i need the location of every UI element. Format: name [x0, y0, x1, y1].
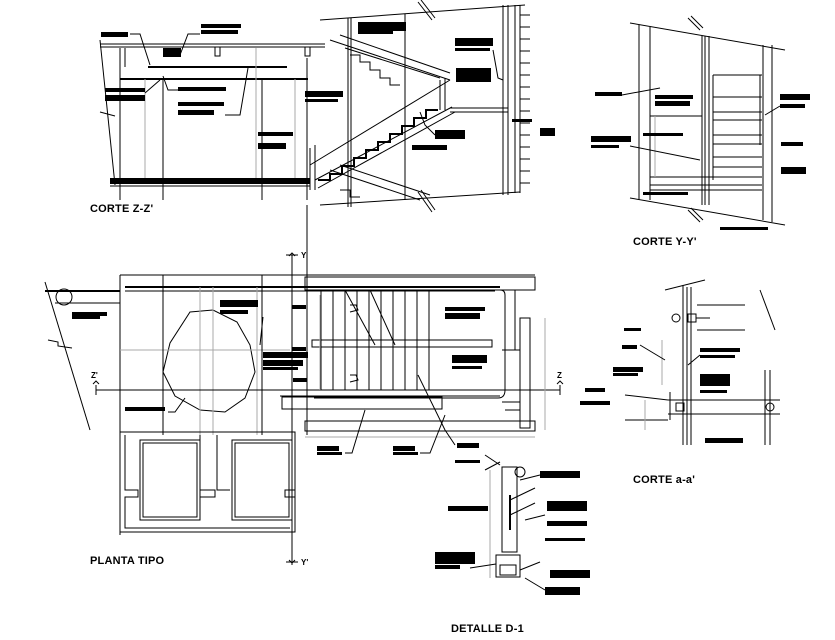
section-z-right-label: Z: [557, 371, 562, 380]
section-y-top-label: Y: [301, 251, 307, 260]
section-z-left-marker: [93, 381, 99, 395]
section-z-right-marker: [557, 381, 563, 395]
corte-yy-title: CORTE Y-Y': [633, 236, 697, 248]
corte-zz-title: CORTE Z-Z': [90, 203, 154, 215]
corte-zz-drawing: [100, 24, 325, 200]
section-y-top-marker: [286, 253, 298, 270]
stair-section-drawing: [305, 0, 555, 212]
stair-plan-drawing: [280, 277, 545, 455]
corte-aa-drawing: [580, 280, 780, 445]
corte-yy-drawing: [591, 16, 810, 230]
detalle-d1-title: DETALLE D-1: [451, 623, 524, 635]
section-y-bottom-label: Y': [301, 558, 309, 567]
planta-tipo-title: PLANTA TIPO: [90, 555, 165, 567]
corte-aa-title: CORTE a-a': [633, 474, 696, 486]
planta-tipo-drawing: [45, 205, 560, 565]
section-z-left-label: Z': [91, 371, 98, 380]
section-y-bottom-marker: [286, 560, 298, 563]
detalle-d1-drawing: [435, 455, 590, 595]
